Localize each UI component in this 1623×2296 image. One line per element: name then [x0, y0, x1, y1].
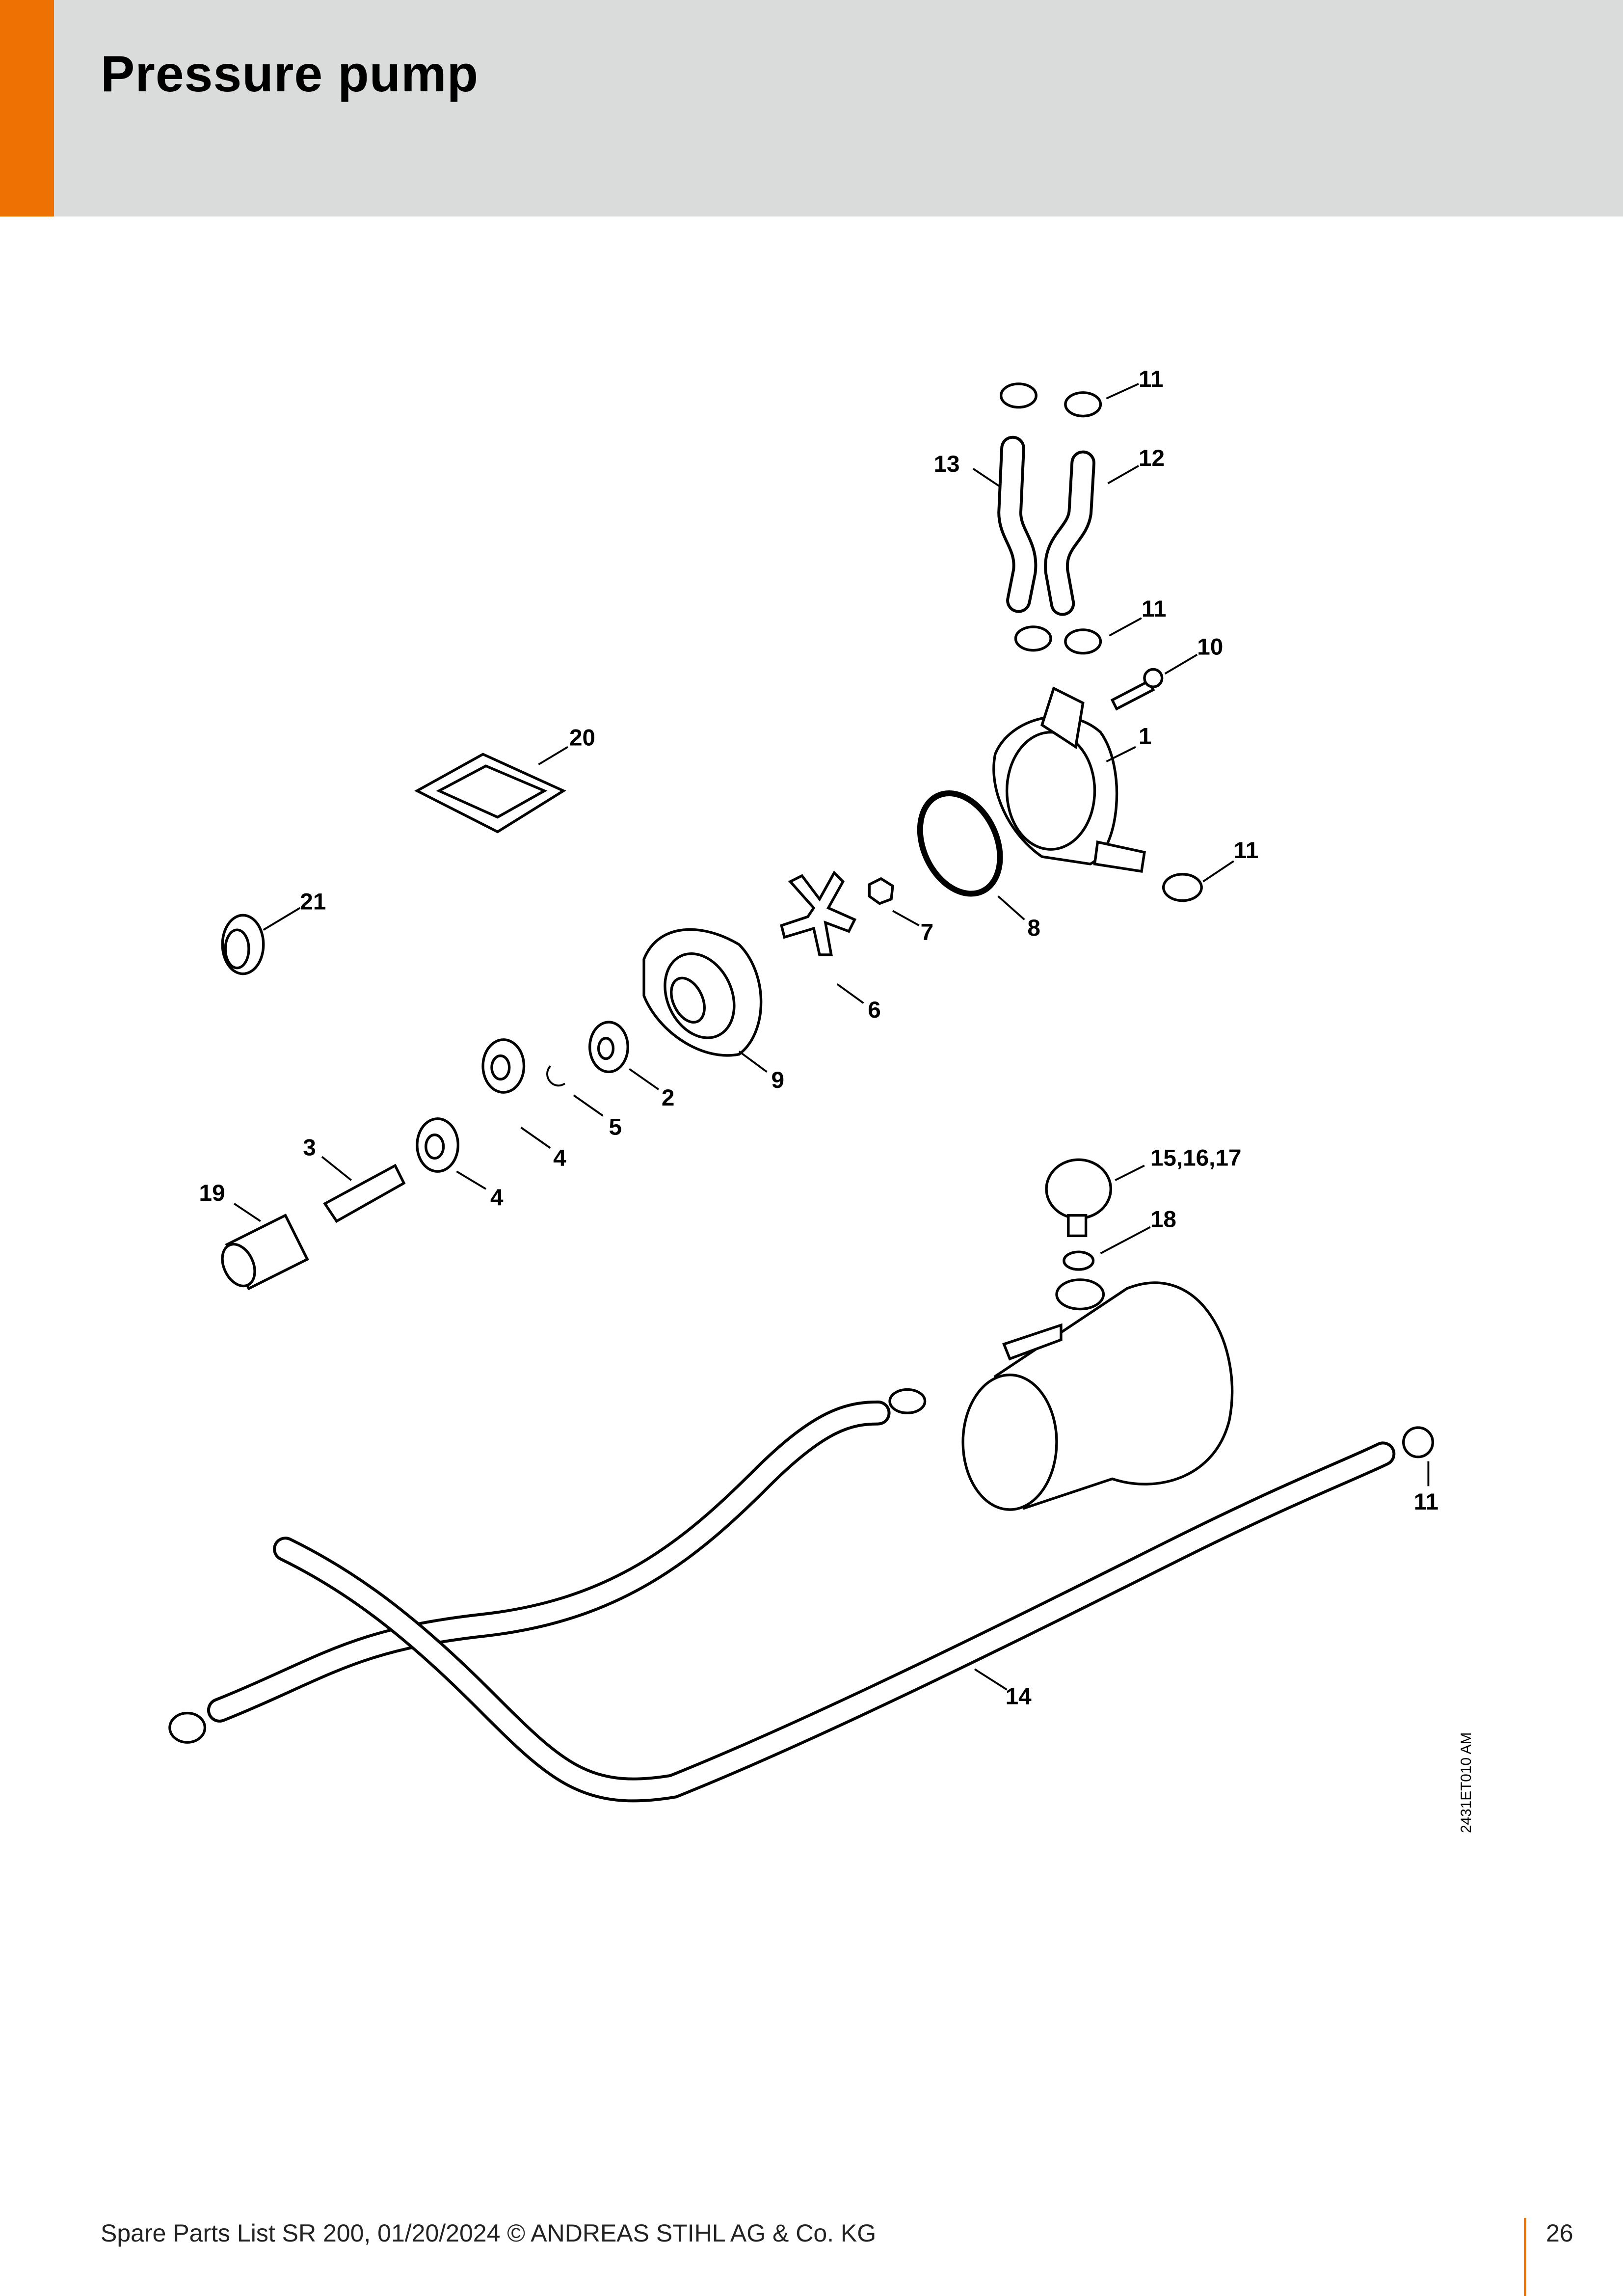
callout-8: 8	[1027, 915, 1040, 941]
shaft-seal-2	[588, 1021, 629, 1074]
screw-10	[1110, 668, 1164, 711]
callout-3: 3	[303, 1134, 316, 1161]
callout-4: 4	[490, 1185, 504, 1211]
footer-text: Spare Parts List SR 200, 01/20/2024 © AN…	[101, 2219, 877, 2247]
page-header: Pressure pump	[0, 0, 1623, 216]
footer-divider	[1524, 2218, 1526, 2296]
callout-21: 21	[300, 889, 326, 915]
seal-ring-18	[1063, 1250, 1095, 1271]
page-title: Pressure pump	[101, 46, 479, 103]
orange-accent-bar	[0, 0, 54, 216]
socket-19	[221, 1214, 309, 1291]
callout-4: 4	[553, 1145, 566, 1171]
callout-13: 13	[933, 451, 959, 477]
callout-11: 11	[1234, 837, 1258, 864]
pump-housing-1	[992, 686, 1146, 873]
callout-10: 10	[1197, 634, 1223, 660]
callout-2: 2	[662, 1085, 675, 1111]
callout-18: 18	[1150, 1207, 1176, 1233]
shaft-3	[323, 1163, 406, 1223]
callout-11: 11	[1414, 1489, 1438, 1515]
hose-12	[1044, 450, 1096, 616]
callout-1: 1	[1139, 723, 1152, 749]
cover-plate-20	[414, 753, 566, 834]
callout-19: 19	[199, 1180, 225, 1206]
callout-7: 7	[921, 919, 934, 945]
nut-7	[868, 877, 894, 905]
callout-11: 11	[1142, 596, 1166, 622]
tank-connector	[961, 1278, 1234, 1511]
bearing-4a	[481, 1038, 526, 1094]
callout-12: 12	[1139, 445, 1165, 471]
callout-14: 14	[1006, 1684, 1032, 1710]
impeller-6	[780, 870, 857, 956]
sleeve-21	[221, 914, 265, 975]
o-ring-8	[917, 790, 1003, 897]
callout-9: 9	[771, 1067, 784, 1093]
pump-cover-9	[642, 928, 763, 1057]
cap-15-16-17	[1045, 1158, 1112, 1238]
callout-20: 20	[569, 725, 595, 751]
hose-clamp-11	[168, 382, 1435, 1744]
callout-15-16-17: 15,16,17	[1150, 1145, 1242, 1171]
hose-14	[207, 1400, 1396, 1803]
circlip-5	[546, 1065, 566, 1087]
leader-lines	[234, 383, 1430, 1691]
bearing-4b	[416, 1117, 460, 1173]
page-number: 26	[1546, 2219, 1573, 2247]
image-id: 2431ET010 AM	[1458, 1732, 1474, 1833]
callout-11: 11	[1139, 366, 1163, 392]
callout-5: 5	[609, 1114, 622, 1140]
callout-6: 6	[868, 997, 881, 1023]
hose-13	[997, 435, 1038, 613]
